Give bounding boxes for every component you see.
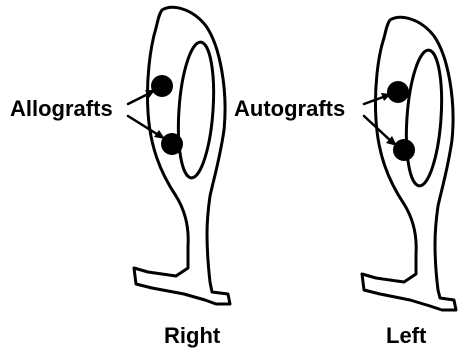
right-ear-outline (134, 7, 230, 304)
autografts-label: Autografts (234, 96, 345, 121)
right-caption: Right (164, 323, 221, 348)
right-graft-dot-lower (161, 133, 183, 155)
allografts-label: Allografts (10, 96, 113, 121)
left-graft-dot-upper (387, 81, 409, 103)
left-ear-panel: Autografts Left (234, 17, 456, 348)
left-graft-dot-lower (393, 139, 415, 161)
right-ear-panel: Allografts Right (10, 7, 230, 348)
right-graft-dot-upper (151, 75, 173, 97)
left-caption: Left (386, 323, 427, 348)
